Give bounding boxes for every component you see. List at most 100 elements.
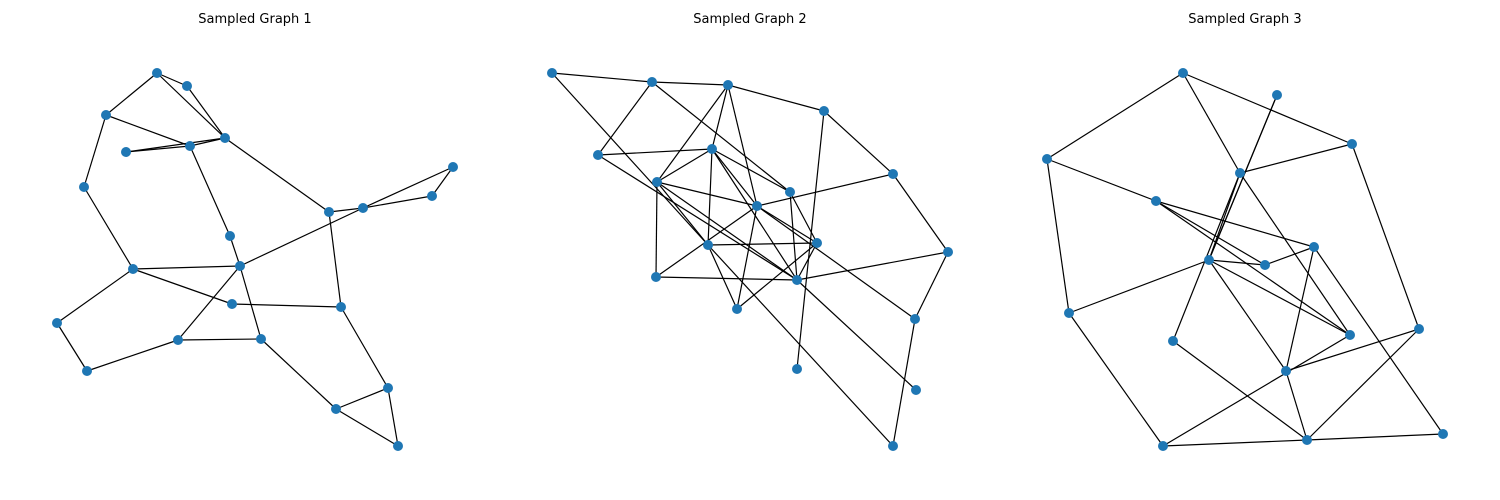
graph-2-node — [593, 150, 603, 160]
graph-1-edge — [335, 387, 389, 410]
graph-2-node — [707, 144, 717, 154]
graph-1-node — [52, 318, 62, 328]
graph-2-node — [792, 275, 802, 285]
graph-2-node — [723, 80, 733, 90]
graph-3-edge — [1182, 72, 1241, 174]
graph-2-node — [943, 247, 953, 257]
graph-2-node — [792, 364, 802, 374]
graph-3-edge — [1313, 246, 1444, 435]
graph-1-node — [256, 334, 266, 344]
graph-3-edge — [1182, 72, 1353, 145]
graph-2-node — [819, 106, 829, 116]
graph-3-edge — [1285, 328, 1420, 372]
graph-2-edge — [597, 148, 713, 156]
graph-2-node — [703, 240, 713, 250]
graph-2-node — [547, 68, 557, 78]
graph-1-edge — [189, 145, 231, 237]
graph-2-edge — [656, 181, 758, 207]
graph-3-edge — [1208, 259, 1351, 336]
graph-1-node — [331, 404, 341, 414]
graph-2-edge — [756, 173, 894, 207]
graph-3-node — [1347, 139, 1357, 149]
graph-1-edge — [335, 408, 399, 447]
graph-3-edge — [1285, 246, 1315, 372]
graph-1-edge — [125, 137, 226, 153]
graph-2-edge — [892, 173, 949, 253]
graph-2-edge — [711, 148, 798, 281]
graph-2-edge — [551, 72, 709, 246]
graph-1-edge — [156, 72, 226, 139]
graph-3-edge — [1068, 312, 1164, 447]
graph-2-edge — [823, 110, 894, 175]
graph-3-edge — [1155, 200, 1315, 248]
graph-3-edge — [1306, 433, 1444, 441]
graph-2-node — [910, 314, 920, 324]
graph-3-node — [1438, 429, 1448, 439]
graph-2-node — [732, 304, 742, 314]
graph-1-node — [324, 207, 334, 217]
graph-1-edge — [177, 265, 241, 341]
graph-1-edge — [132, 268, 233, 305]
graph-1-node — [227, 299, 237, 309]
graph-1-node — [358, 203, 368, 213]
graph-1-edge — [328, 207, 364, 213]
graph-3-edge — [1208, 94, 1278, 261]
graph-3-node — [1151, 196, 1161, 206]
graph-1-edge — [105, 114, 191, 147]
graph-3-edge — [1162, 334, 1351, 447]
graph-1-edge — [86, 339, 179, 372]
graph-1-edge — [83, 114, 107, 188]
graph-2-node — [888, 441, 898, 451]
graph-2-node — [785, 187, 795, 197]
graph-1-node — [182, 81, 192, 91]
graph-1-edge — [186, 85, 226, 139]
graph-1-edge — [260, 338, 337, 410]
graph-3-node — [1204, 255, 1214, 265]
graph-1-node — [185, 141, 195, 151]
graph-1-edge — [239, 265, 262, 340]
graph-1-edge — [431, 166, 454, 197]
graph-1-edge — [362, 166, 454, 209]
graph-1-edge — [387, 387, 399, 447]
graph-2-edge — [789, 191, 818, 244]
graph-3-node — [1178, 68, 1188, 78]
graph-3-edge — [1351, 143, 1420, 330]
graph-1-edge — [156, 72, 188, 87]
graph-1-edge — [132, 265, 241, 270]
graph-3-node — [1414, 324, 1424, 334]
graph-1-edge — [362, 195, 433, 209]
graph-2-edge — [655, 276, 798, 281]
graph-3-edge — [1046, 72, 1184, 160]
graph-3-edge — [1155, 200, 1266, 266]
graph-1-node — [393, 441, 403, 451]
graph-2-edge — [796, 110, 825, 370]
graph-1-edge — [224, 137, 330, 213]
graph-1-title: Sampled Graph 1 — [198, 12, 312, 27]
graph-2-edge — [656, 181, 709, 246]
graph-2-edge — [727, 84, 825, 112]
graph-1-node — [225, 231, 235, 241]
graph-2-edge — [656, 84, 729, 183]
graph-2-title: Sampled Graph 2 — [693, 12, 807, 27]
graph-3-node — [1158, 441, 1168, 451]
graph-2-edge — [597, 81, 653, 156]
graph-3-node — [1302, 435, 1312, 445]
graph-2-edge — [789, 191, 798, 281]
graph-2-edge — [756, 205, 916, 320]
graph-1-node — [82, 366, 92, 376]
graph-1-node — [173, 335, 183, 345]
graph-1-edge — [231, 303, 342, 308]
graph-3-node — [1281, 366, 1291, 376]
graph-3-node — [1235, 168, 1245, 178]
graph-3-edge — [1068, 259, 1210, 314]
graph-1-edge — [56, 322, 88, 372]
graph-2-edge — [707, 148, 713, 246]
graph-3-node — [1168, 336, 1178, 346]
graph-1-edge — [83, 186, 134, 270]
graph-2-node — [752, 201, 762, 211]
graph-1-node — [427, 191, 437, 201]
graph-3-node — [1345, 330, 1355, 340]
graph-1-node — [101, 110, 111, 120]
graph-1-edge — [56, 268, 134, 324]
